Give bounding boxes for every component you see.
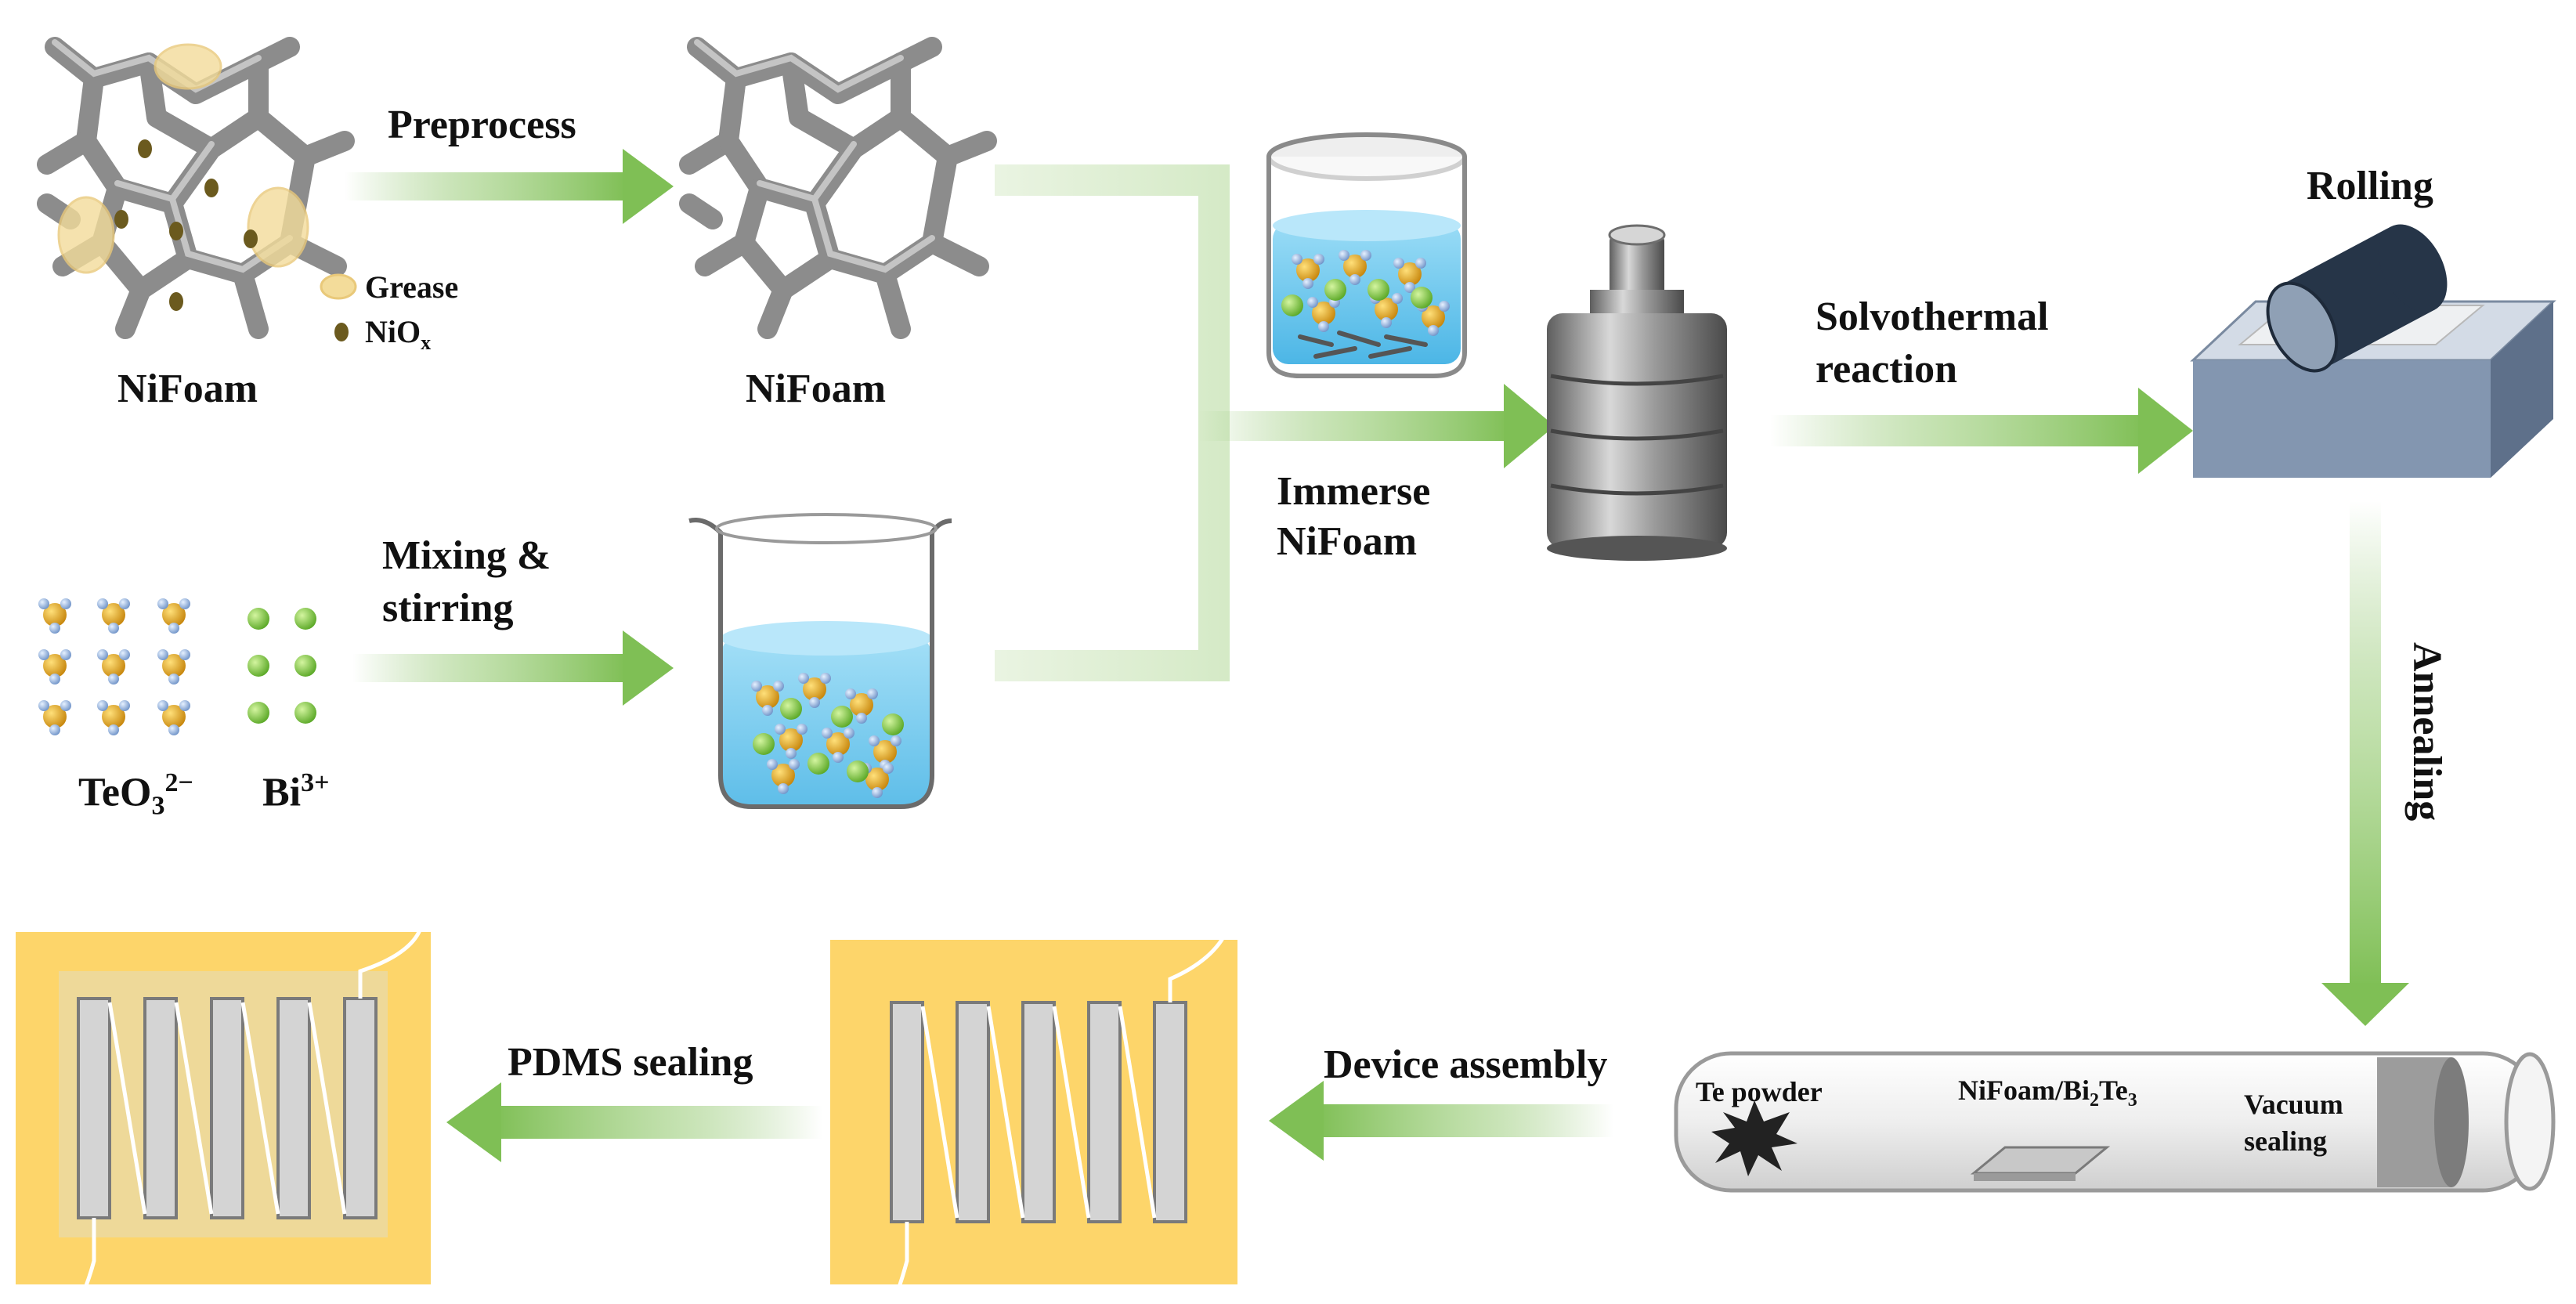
- immerse-label-line1: Immerse: [1277, 469, 1431, 514]
- grease-legend-label: Grease: [365, 269, 459, 305]
- annealing-label: Annealing: [2404, 642, 2449, 822]
- teo3-sub: 3: [151, 791, 165, 821]
- rolling-machine-image: [2190, 224, 2556, 478]
- arrow-preprocess: [345, 149, 674, 224]
- teo3-ions: [38, 598, 190, 735]
- vacuum-label-line1: Vacuum: [2244, 1089, 2343, 1120]
- nifoam-clean-image: [689, 42, 987, 329]
- immerse-label-line2: NiFoam: [1277, 519, 1418, 564]
- nifoam-raw-image: [47, 42, 345, 329]
- solvothermal-label-line1: Solvothermal: [1815, 294, 2049, 339]
- bi3-ions: [247, 608, 316, 724]
- te-powder-label: Te powder: [1696, 1076, 1823, 1107]
- teo3-label: TeO32−: [78, 758, 193, 832]
- grease-spot: [57, 196, 115, 274]
- product-main: NiFoam/Bi: [1958, 1075, 2090, 1106]
- niox-main: NiO: [365, 314, 421, 349]
- product-mid: Te: [2099, 1075, 2128, 1106]
- bi3-main: Bi: [262, 770, 302, 815]
- nifoam-raw-label: NiFoam: [117, 367, 258, 411]
- mixing-label-line1: Mixing &: [382, 533, 551, 578]
- niox-legend-icon: [334, 323, 349, 341]
- te-powder-icon: [1711, 1100, 1797, 1176]
- rolling-label: Rolling: [2307, 164, 2433, 208]
- pdms-sealing-label: PDMS sealing: [508, 1040, 753, 1085]
- arrow-solvothermal: [1770, 388, 2193, 474]
- device-assembled-image: [830, 884, 1237, 1304]
- arrow-annealing: [2321, 501, 2409, 1026]
- arrow-device-assembly: [1269, 1081, 1613, 1161]
- device-sealed-image: [16, 892, 431, 1304]
- mixing-label-line2: stirring: [382, 586, 514, 630]
- grease-spot: [247, 186, 309, 268]
- solution-jar-image: [1266, 132, 1467, 378]
- nifoam-clean-label: NiFoam: [746, 367, 887, 411]
- grease-spot: [154, 43, 222, 90]
- product-sub1: 2: [2090, 1090, 2099, 1111]
- preprocess-label: Preprocess: [388, 103, 576, 147]
- product-sub2: 3: [2127, 1090, 2137, 1111]
- solvothermal-label-line2: reaction: [1815, 347, 1957, 392]
- autoclave-image: [1547, 224, 1727, 561]
- vacuum-tube-image: [1674, 1051, 2556, 1193]
- arrow-mixing: [352, 630, 674, 706]
- bi3-label: Bi3+: [262, 758, 330, 818]
- device-assembly-label: Device assembly: [1324, 1042, 1608, 1087]
- teo3-sup: 2−: [164, 768, 193, 797]
- niox-sub: x: [421, 331, 432, 354]
- product-label: NiFoam/Bi2Te3: [1958, 1073, 2137, 1118]
- arrow-pdms-sealing: [446, 1082, 822, 1162]
- bi3-sup: 3+: [301, 768, 330, 797]
- niox-legend-label: NiOx: [365, 313, 431, 362]
- vacuum-label-line2: sealing: [2244, 1125, 2328, 1157]
- beaker-image: [688, 513, 952, 809]
- teo3-main: TeO: [78, 770, 152, 815]
- grease-legend-icon: [320, 273, 357, 300]
- arrow-immerse: [995, 164, 1555, 681]
